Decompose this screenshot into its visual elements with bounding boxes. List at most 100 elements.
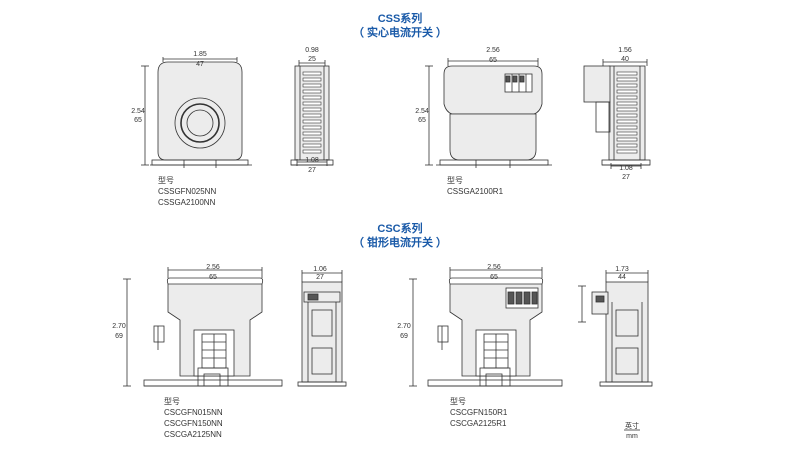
fin-slot [302,125,322,130]
csc-relay-width-dimension [449,267,543,278]
fin-slot [616,71,638,76]
fin-slot [616,119,638,124]
fin-slot [616,131,638,136]
css-solid-side-bottom-inch: 1.08 [305,157,319,164]
fin-slot [616,101,638,106]
csc-relay-models: 型号 CSCGFN150R1 CSCGA2125R1 [450,396,507,429]
fin-slot [616,143,638,148]
fin-slot [302,89,322,94]
model-number: CSCGFN150NN [164,419,223,428]
csc-relay-width-inch: 2.56 [487,264,501,271]
model-label: 型号 [158,176,174,185]
css-relay-side-bottom-mm: 27 [622,174,630,181]
css-solid-side-top-mm: 25 [308,56,316,63]
csc-clamp-side-view [297,281,347,387]
csc-relay-height-inch: 2.70 [397,323,411,330]
csc-relay-side-view [591,281,653,387]
fin-slot [302,95,322,100]
model-label: 型号 [450,397,466,406]
css-solid-side-top-inch: 0.98 [305,47,319,54]
css-solid-side-bottom-mm: 27 [308,167,316,174]
csc-relay-side-width-dimension [605,270,649,282]
fin-slot [302,149,322,154]
fin-slot [302,131,322,136]
fin-slot [616,137,638,142]
css-relay-width-dimension [447,58,539,66]
model-number: CSSGA2100R1 [447,187,504,196]
csc-series-subtitle: （ 钳形电流开关 ） [352,237,448,249]
fin-slot [302,137,322,142]
model-label: 型号 [164,397,180,406]
fin-slot [302,143,322,148]
fin-slot [616,83,638,88]
css-solid-height-mm: 65 [134,117,142,124]
css-relay-side-top-dimension [602,59,648,66]
csc-relay-height-dimension [409,278,417,387]
fin-slot [616,107,638,112]
csc-clamp-height-dimension [123,278,131,387]
fin-slot [302,101,322,106]
model-number: CSSGFN025NN [158,187,217,196]
css-relay-side-fins [616,71,638,154]
fin-slot [616,125,638,130]
css-solid-models: 型号 CSSGFN025NN CSSGA2100NN [158,175,216,208]
css-solid-width-dimension [162,57,238,62]
fin-slot [616,95,638,100]
fin-slot [616,89,638,94]
fin-slot [302,77,322,82]
csc-clamp-side-dimension [301,270,343,282]
csc-clamp-width-dimension [167,267,263,278]
css-relay-width-mm: 65 [489,57,497,64]
unit-inch-label: 英寸 [625,421,639,430]
fin-slot [302,83,322,88]
css-solid-side-fins [302,71,322,154]
css-series-title: CSS系列 [377,13,423,25]
css-relay-width-inch: 2.56 [486,47,500,54]
fin-slot [302,107,322,112]
css-relay-height-dimension [425,65,433,166]
csc-clamp-front-view [143,277,283,387]
css-relay-side-top-inch: 1.56 [618,47,632,54]
model-number: CSCGA2125R1 [450,419,507,428]
fin-slot [302,119,322,124]
csc-relay-side-mm: 44 [618,274,626,281]
css-relay-side-top-mm: 40 [621,56,629,63]
css-solid-height-dimension [141,65,149,166]
unit-mm-label: mm [626,433,638,440]
csc-clamp-height-inch: 2.70 [112,323,126,330]
csc-clamp-width-mm: 65 [209,274,217,281]
csc-relay-width-mm: 65 [490,274,498,281]
csc-series-title: CSC系列 [377,223,423,235]
css-relay-side-bottom-dimension [610,163,642,169]
css-solid-width-mm: 47 [196,61,204,68]
csc-relay-height-mm: 69 [400,333,408,340]
csc-clamp-width-inch: 2.56 [206,264,220,271]
css-relay-height-inch: 2.54 [415,108,429,115]
css-relay-side-bottom-inch: 1.08 [619,165,633,172]
csc-relay-side-height-dimension [578,285,586,323]
css-series-subtitle: （ 实心电流开关 ） [352,27,448,39]
csc-relay-side-inch: 1.73 [615,266,629,273]
csc-relay-front-view [427,277,563,387]
css-solid-side-bottom-dimension [296,159,328,166]
csc-clamp-height-mm: 69 [115,333,123,340]
model-number: CSCGFN150R1 [450,408,508,417]
css-solid-width-inch: 1.85 [193,51,207,58]
csc-clamp-models: 型号 CSCGFN015NN CSCGFN150NN CSCGA2125NN [164,396,223,440]
fin-slot [302,113,322,118]
css-solid-height-inch: 2.54 [131,108,145,115]
fin-slot [616,149,638,154]
css-relay-models: 型号 CSSGA2100R1 [447,175,503,197]
fin-slot [302,71,322,76]
css-solid-side-top-dimension [298,60,326,66]
csc-clamp-side-inch: 1.06 [313,266,327,273]
fin-slot [616,113,638,118]
css-solid-front-view [150,61,252,168]
model-number: CSCGFN015NN [164,408,223,417]
model-label: 型号 [447,176,463,185]
model-number: CSSGA2100NN [158,198,216,207]
css-relay-front-view [436,65,552,168]
model-number: CSCGA2125NN [164,430,222,439]
